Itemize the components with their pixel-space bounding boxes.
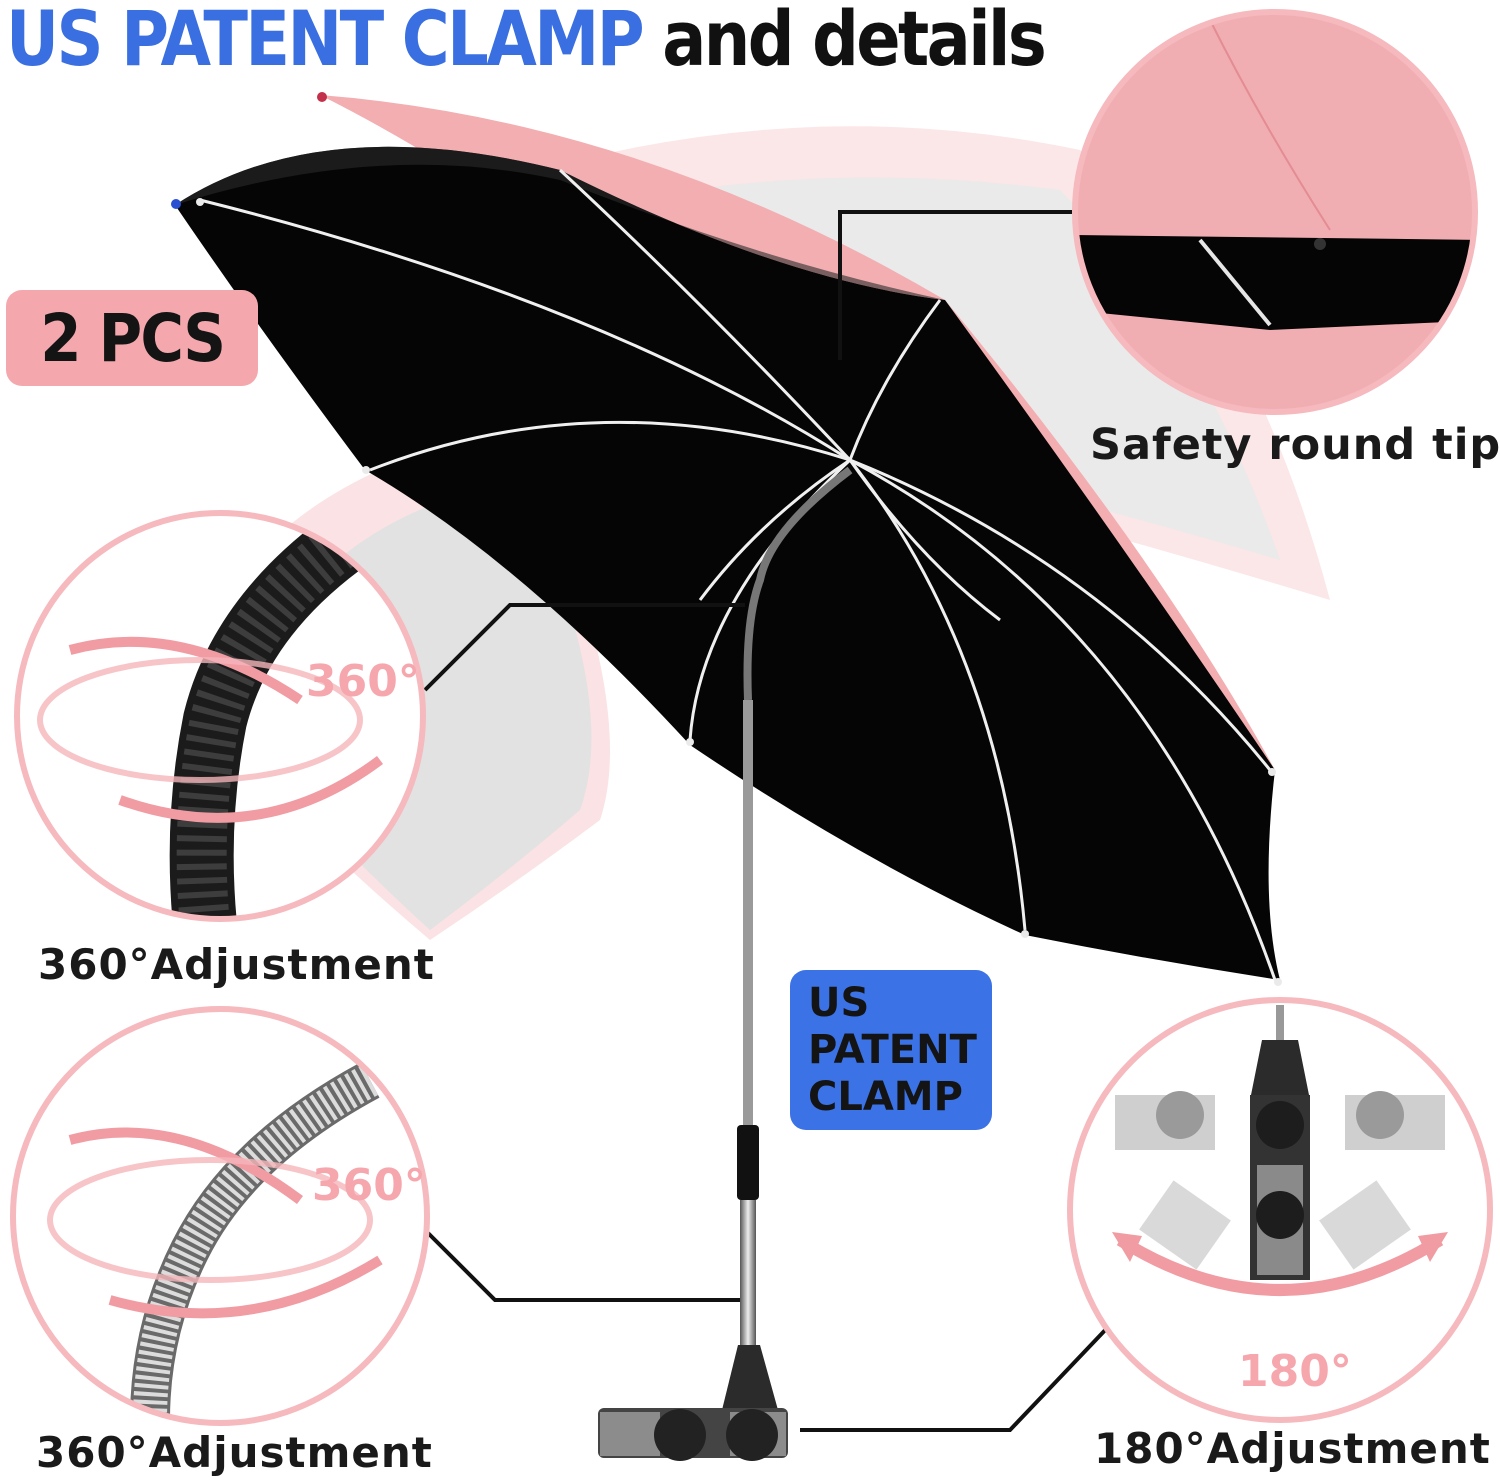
zoom-circle-spring-tube [10, 1006, 430, 1426]
title-rest: and details [642, 0, 1047, 83]
patent-badge-line1: US [808, 979, 870, 1026]
page-title: US PATENT CLAMP and details [6, 0, 1047, 83]
patent-badge-line3: CLAMP [808, 1073, 963, 1120]
angle-label-flex-tube: 360° [306, 656, 420, 707]
caption-flex-tube-adjustment: 360°Adjustment [38, 940, 435, 989]
zoom-circle-tips [1072, 9, 1478, 415]
quantity-badge: 2 PCS [6, 290, 258, 386]
caption-spring-tube-adjustment: 360°Adjustment [36, 1428, 433, 1477]
caption-safety-tips: Safety round tips [1090, 420, 1500, 470]
quantity-badge-label: 2 PCS [39, 299, 226, 377]
caption-clamp-adjustment: 180°Adjustment [1094, 1424, 1491, 1473]
zoom-circle-flex-tube [14, 510, 426, 922]
title-highlight: US PATENT CLAMP [6, 0, 645, 83]
patent-badge-line2: PATENT [808, 1026, 977, 1073]
callout-lines [423, 210, 1112, 1432]
patent-badge: US PATENT CLAMP [790, 970, 992, 1130]
zoom-circle-clamp [1067, 997, 1493, 1423]
umbrella-pole [598, 466, 853, 1461]
angle-label-clamp: 180° [1238, 1346, 1352, 1397]
angle-label-spring-tube: 360° [312, 1160, 426, 1211]
umbrella-canopy [171, 92, 1282, 986]
